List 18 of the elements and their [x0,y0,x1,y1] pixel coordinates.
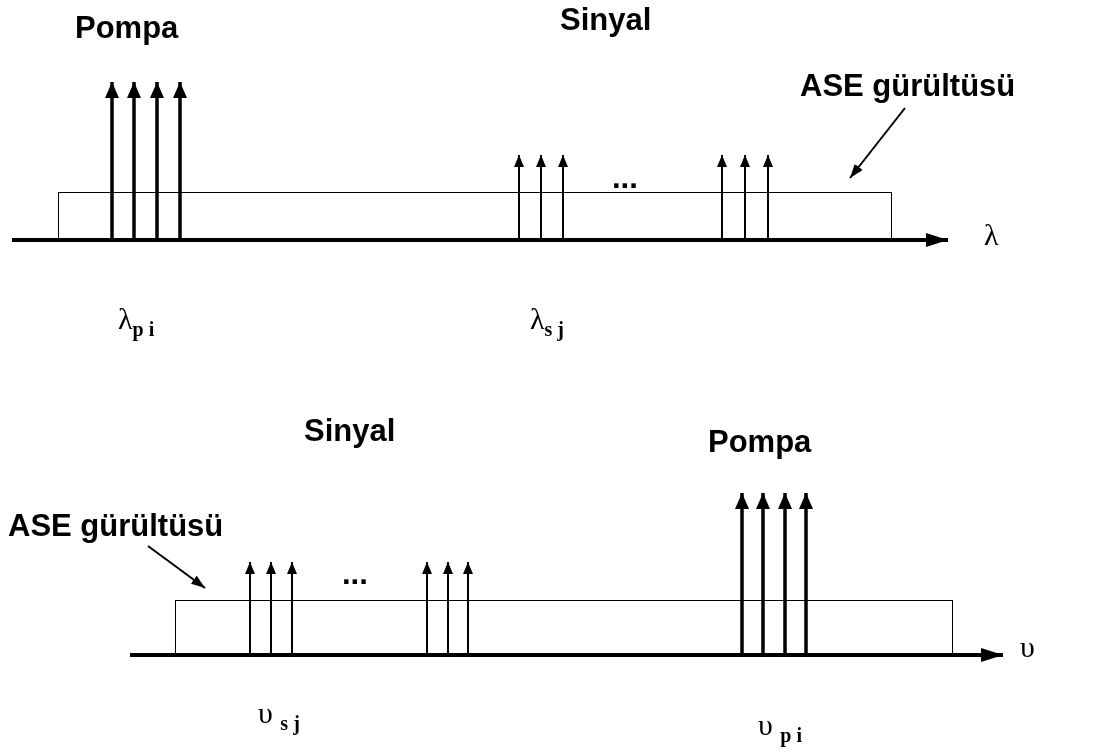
pump-label: Pompa [75,10,179,46]
signal-label: Sinyal [560,2,652,38]
wavelength-axis-label: λ [984,218,999,252]
ase-noise-label: ASE gürültüsü [8,508,224,544]
signal-wavelength-label: λ$_{s j}$ [530,302,564,341]
signal-frequency-label: υ $_{s j}$ [258,696,300,735]
leader-arrow [147,545,206,589]
frequency-axis-label: υ [1020,630,1035,664]
leader-arrow [849,107,906,179]
pump-wavelength-label: λ$_{p i}$ [118,302,155,341]
ase-noise-band [58,192,892,241]
ase-noise-band [175,600,953,656]
ase-noise-label: ASE gürültüsü [800,68,1016,104]
pump-label: Pompa [708,424,812,460]
pump-frequency-label: υ $_{p i}$ [758,708,803,747]
ellipsis: ... [612,160,638,196]
signal-label: Sinyal [304,413,396,449]
ellipsis: ... [342,556,368,592]
